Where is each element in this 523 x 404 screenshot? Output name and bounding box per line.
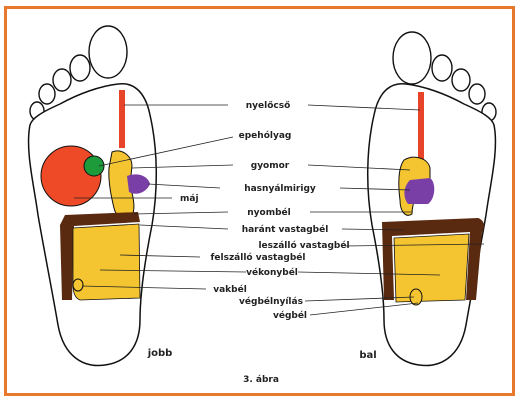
label-nyombel: nyombél [247, 207, 290, 218]
label-felszallo: felszálló vastagbél [210, 252, 305, 263]
left-big-toe [393, 32, 431, 84]
right-toe-3 [53, 69, 71, 91]
label-leszallo: leszálló vastagbél [258, 240, 349, 251]
right-esophagus [119, 90, 125, 148]
right-toe-4 [39, 84, 55, 104]
left-toe-2 [432, 55, 452, 81]
left-esophagus [418, 92, 424, 160]
label-nyelocso: nyelőcső [246, 101, 291, 111]
label-hasnyalmirigy: hasnyálmirigy [244, 184, 316, 194]
left-pancreas [404, 178, 434, 204]
right-toe-2 [70, 55, 90, 81]
label-gyomor: gyomor [251, 161, 290, 171]
left-foot-label: bal [359, 350, 376, 361]
label-vegbelnyilas: végbélnyílás [239, 296, 303, 307]
left-foot [368, 32, 496, 366]
label-harant: haránt vastagbél [242, 224, 329, 235]
right-appendix [73, 279, 83, 291]
label-vegbel: végbél [273, 310, 307, 321]
right-foot-label: jobb [147, 348, 173, 359]
left-toe-3 [452, 69, 470, 91]
figure-caption: 3. ábra [243, 375, 279, 385]
label-maj: máj [180, 194, 199, 204]
label-vakbel: vakbél [213, 284, 247, 295]
right-big-toe [89, 26, 127, 78]
right-foot [29, 26, 157, 366]
right-gallbladder [84, 156, 104, 176]
right-small-intestine [73, 224, 140, 300]
label-epeholyag: epehólyag [239, 130, 292, 141]
label-vekonybel: vékonybél [246, 267, 298, 278]
left-toe-4 [469, 84, 485, 104]
